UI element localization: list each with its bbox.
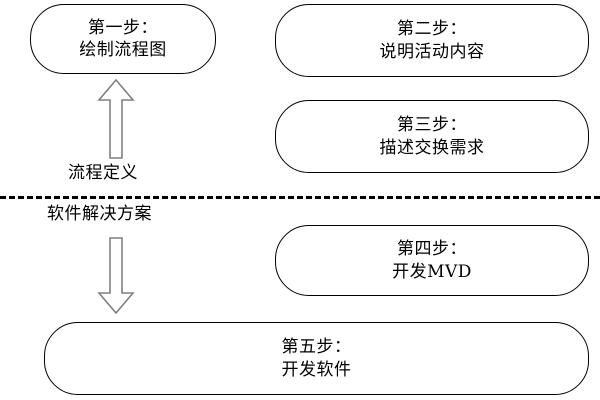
- step5-description: 开发软件: [281, 359, 352, 380]
- step-box-step4[interactable]: 第四步： 开发MVD: [275, 225, 589, 296]
- step-box-step5[interactable]: 第五步： 开发软件: [44, 322, 589, 395]
- arrow-up-icon: [97, 78, 135, 160]
- band-divider-dashed-line: [0, 196, 600, 199]
- step3-heading: 第三步：: [397, 115, 467, 136]
- band-label-process-definition: 流程定义: [68, 163, 138, 183]
- band-label-software-solution: 软件解决方案: [47, 204, 152, 224]
- step2-heading: 第二步：: [397, 19, 467, 40]
- step4-heading: 第四步：: [397, 239, 467, 260]
- step-box-step1[interactable]: 第一步： 绘制流程图: [30, 4, 216, 74]
- step1-heading: 第一步：: [88, 17, 158, 38]
- step4-description: 开发MVD: [392, 261, 472, 282]
- step2-description: 说明活动内容: [379, 41, 485, 62]
- arrow-down-icon: [97, 236, 135, 315]
- step3-description: 描述交换需求: [379, 137, 485, 158]
- step-box-step2[interactable]: 第二步： 说明活动内容: [275, 4, 589, 77]
- step-box-step3[interactable]: 第三步： 描述交换需求: [275, 100, 589, 173]
- step1-description: 绘制流程图: [79, 40, 167, 60]
- step5-heading: 第五步：: [281, 337, 352, 358]
